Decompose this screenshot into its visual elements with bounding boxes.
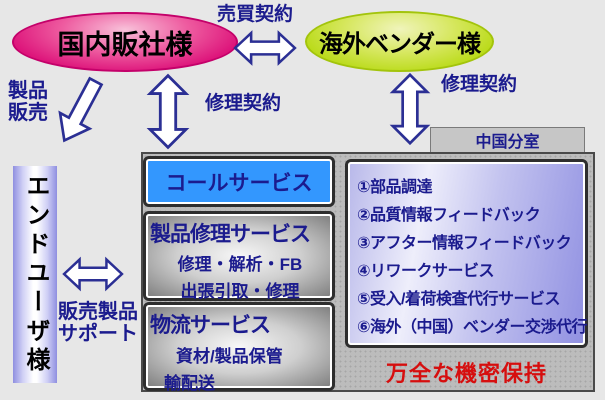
call-service-box: コールサービス <box>146 159 332 204</box>
logistics-service-title: 物流サービス <box>150 314 271 337</box>
repair-contract-left-label: 修理契約 <box>205 93 282 114</box>
sales-support-label: 販売製品 サポート <box>58 301 138 346</box>
china-item-3: ③アフター情報フィードバック <box>357 235 572 252</box>
logistics-service-line2: 輸配送 <box>164 374 215 393</box>
product-sales-line2: 販売 <box>8 102 48 125</box>
china-item-2: ②品質情報フィードバック <box>357 207 541 224</box>
repair-service-line2: 出張引取・修理 <box>180 282 300 301</box>
support-double-arrow-icon <box>62 247 124 301</box>
end-user-label: エンドユーザ様 <box>22 173 49 376</box>
sales-support-line1: 販売製品 <box>58 301 138 323</box>
tab-china-branch: 中国分室 <box>430 127 585 153</box>
repair-contract-right-label: 修理契約 <box>441 74 518 95</box>
china-item-1: ①部品調達 <box>357 179 433 196</box>
china-item-5: ⑤受入/着荷検査代行サービス <box>357 291 561 308</box>
logistics-service-box: 物流サービス 資材/製品保管 輸配送 <box>146 305 332 393</box>
logistics-service-line1: 資材/製品保管 <box>176 347 283 366</box>
sales-support-line2: サポート <box>58 323 138 346</box>
domestic-distributor-label: 国内販社様 <box>57 29 193 60</box>
repair-service-line1: 修理・解析・FB <box>177 255 303 274</box>
repair-service-title: 製品修理サービス <box>150 223 311 246</box>
confidentiality-label: 万全な機密保持 <box>385 361 547 386</box>
node-overseas-vendor: 海外ベンダー様 <box>305 11 494 72</box>
product-sales-line1: 製品 <box>8 80 48 102</box>
trade-contract-label: 売買契約 <box>217 4 294 25</box>
call-service-label: コールサービス <box>165 171 313 195</box>
node-end-user: エンドユーザ様 <box>13 166 57 383</box>
node-domestic-distributor: 国内販社様 <box>12 12 238 72</box>
repair-left-double-arrow-icon <box>144 73 192 150</box>
china-item-4: ④リワークサービス <box>357 263 495 280</box>
product-sales-arrow-icon <box>43 65 117 156</box>
repair-right-double-arrow-icon <box>388 69 432 149</box>
overseas-vendor-label: 海外ベンダー様 <box>319 31 481 58</box>
china-branch-panel: ①部品調達 ②品質情報フィードバック ③アフター情報フィードバック ④リワークサ… <box>348 162 588 345</box>
repair-service-box: 製品修理サービス 修理・解析・FB 出張引取・修理 <box>146 214 332 301</box>
china-item-6: ⑥海外（中国）ベンダー交渉代行 <box>357 319 588 336</box>
product-sales-label: 製品 販売 <box>8 80 48 125</box>
trade-double-arrow-icon <box>233 28 297 68</box>
